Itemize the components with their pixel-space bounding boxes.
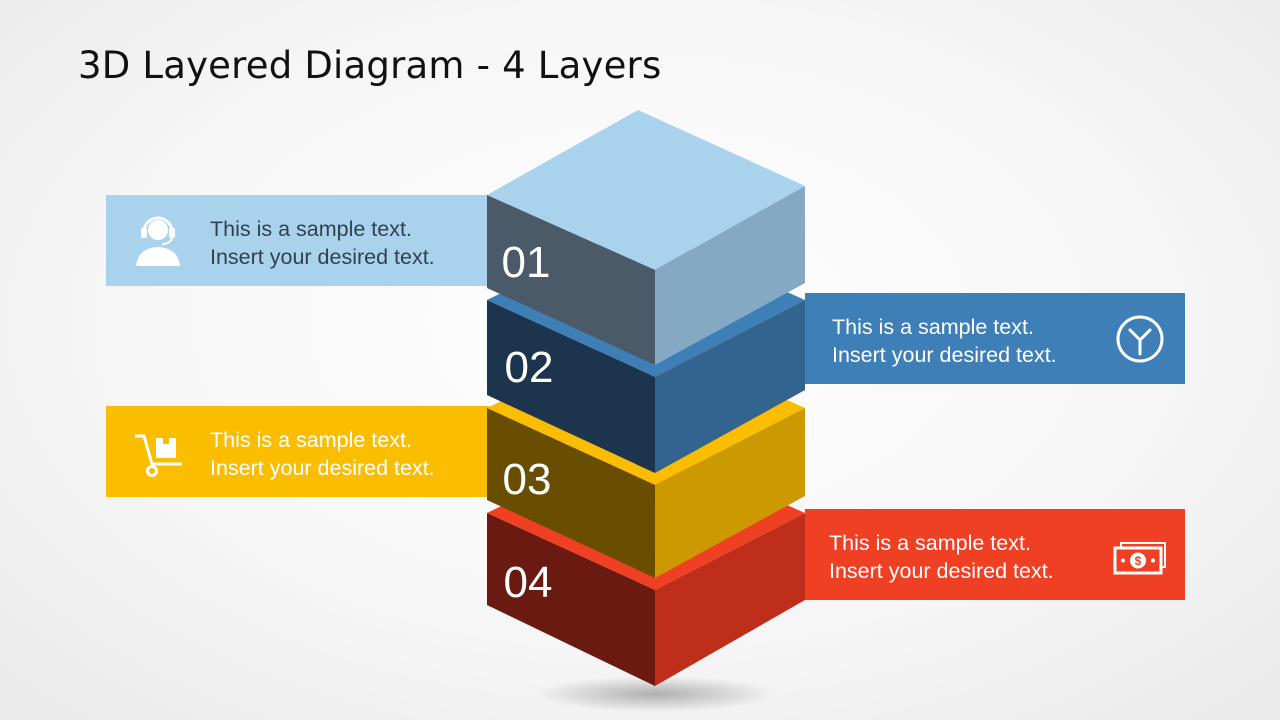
layer-4-line2: Insert your desired text. xyxy=(829,559,1054,583)
stack-shadow xyxy=(535,676,775,712)
layer-1-banner: This is a sample text. Insert your desir… xyxy=(106,195,490,286)
layer-3-number: 03 xyxy=(503,455,552,504)
hand-truck-icon xyxy=(132,430,188,483)
layer-2-line2: Insert your desired text. xyxy=(832,343,1057,367)
layer-3-text: This is a sample text. Insert your desir… xyxy=(210,426,435,482)
layer-4-banner: $ This is a sample text. Insert your des… xyxy=(805,509,1185,600)
slide-title: 3D Layered Diagram - 4 Layers xyxy=(78,44,662,87)
layer-2-number: 02 xyxy=(505,343,554,392)
layer-1-line2: Insert your desired text. xyxy=(210,245,435,269)
clock-icon xyxy=(1115,314,1165,369)
layer-1-line1: This is a sample text. xyxy=(210,217,412,241)
svg-text:$: $ xyxy=(1135,554,1142,568)
headset-user-icon xyxy=(134,212,182,273)
layer-3-line2: Insert your desired text. xyxy=(210,456,435,480)
layer-4-number: 04 xyxy=(504,558,553,607)
layer-3-line1: This is a sample text. xyxy=(210,428,412,452)
layer-1-block: 01 xyxy=(487,110,805,365)
layer-1-number: 01 xyxy=(502,238,551,287)
layer-2-line1: This is a sample text. xyxy=(832,315,1034,339)
layer-4-line1: This is a sample text. xyxy=(829,531,1031,555)
layer-2-banner: This is a sample text. Insert your desir… xyxy=(805,293,1185,384)
layer-4-text: This is a sample text. Insert your desir… xyxy=(829,529,1054,585)
layer-1-text: This is a sample text. Insert your desir… xyxy=(210,215,435,271)
layer-3-banner: This is a sample text. Insert your desir… xyxy=(106,406,490,497)
layer-2-text: This is a sample text. Insert your desir… xyxy=(832,313,1057,369)
money-bill-icon: $ xyxy=(1113,541,1167,580)
